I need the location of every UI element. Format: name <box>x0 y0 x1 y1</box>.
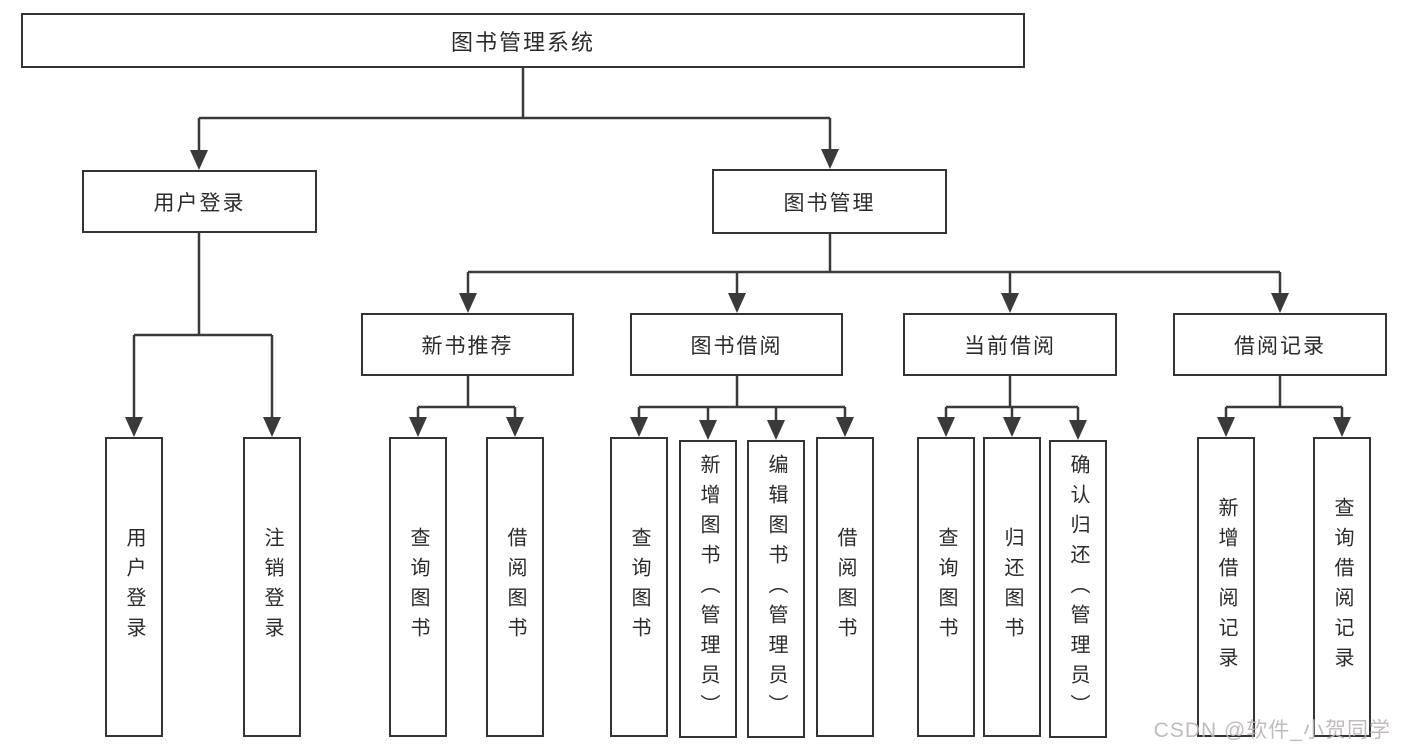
leaf-query-borrow-record: 查询借阅记录 <box>1313 437 1371 737</box>
node-borrow-records: 借阅记录 <box>1173 313 1387 376</box>
leaf-borrow-books-2: 借阅图书 <box>816 437 874 737</box>
node-library-system: 图书管理系统 <box>21 13 1025 68</box>
leaf-query-books-2: 查询图书 <box>917 437 975 737</box>
leaf-logout: 注销登录 <box>243 437 301 737</box>
node-book-borrowing: 图书借阅 <box>630 313 843 376</box>
leaf-search-books: 查询图书 <box>389 437 447 737</box>
node-current-borrowing: 当前借阅 <box>903 313 1117 376</box>
leaf-add-borrow-record: 新增借阅记录 <box>1197 437 1255 737</box>
node-book-management: 图书管理 <box>712 169 947 234</box>
leaf-add-books-admin: 新增图书（管理员） <box>679 440 737 738</box>
node-user-login: 用户登录 <box>82 170 317 233</box>
leaf-confirm-return-admin: 确认归还（管理员） <box>1049 440 1107 738</box>
node-new-book-recommend: 新书推荐 <box>361 313 574 376</box>
watermark: CSDN @软件_小贺同学 <box>1153 719 1391 742</box>
leaf-query-books: 查询图书 <box>610 437 668 737</box>
leaf-borrow-books: 借阅图书 <box>486 437 544 737</box>
leaf-user-login: 用户登录 <box>105 437 163 737</box>
leaf-edit-books-admin: 编辑图书（管理员） <box>747 440 805 738</box>
leaf-return-books: 归还图书 <box>983 437 1041 737</box>
